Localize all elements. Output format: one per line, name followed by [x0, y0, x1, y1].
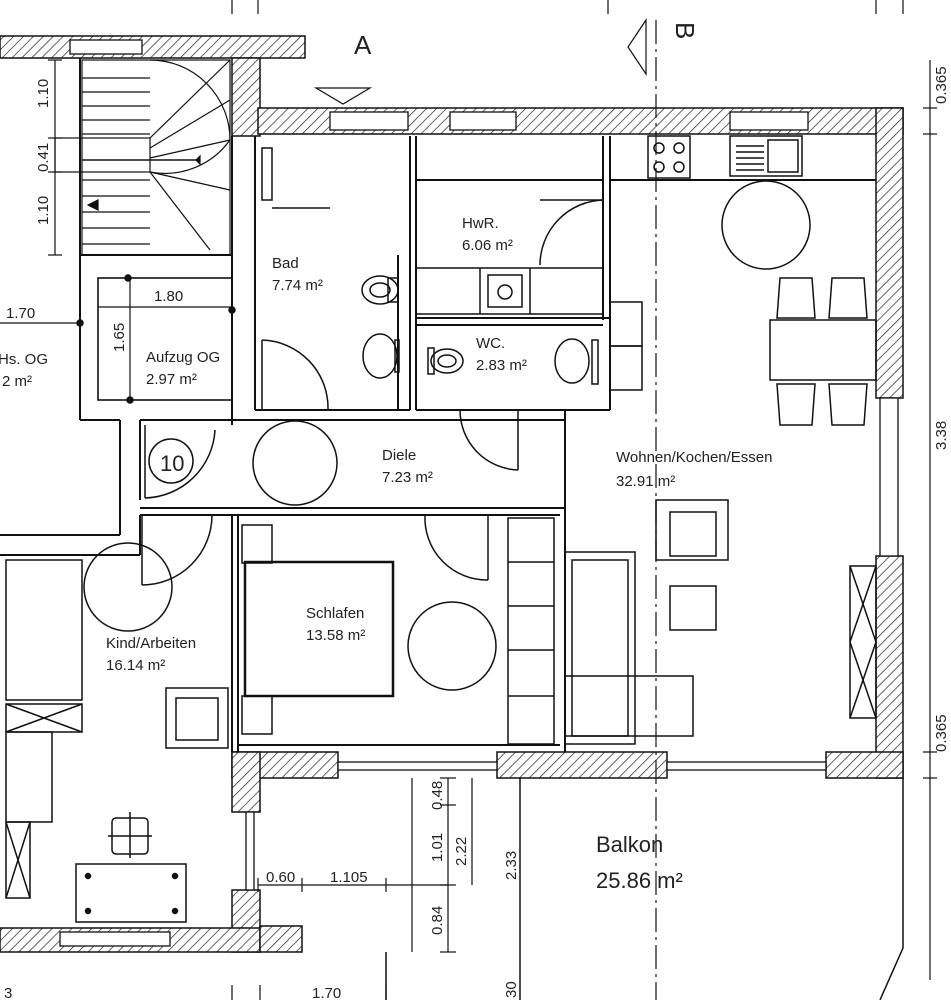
diele-area: 7.23 m²: [382, 469, 433, 486]
staircase: [54, 59, 231, 256]
dim-bottom-30: 30: [503, 981, 520, 998]
dim-stair-top: 1.10: [35, 79, 52, 108]
stair-number: 10: [160, 451, 184, 476]
section-marker-b: B: [670, 22, 700, 39]
dim-elevator-width: 1.80: [154, 288, 183, 305]
kind-name: Kind/Arbeiten: [106, 635, 196, 652]
balkon-area: 25.86 m²: [596, 868, 683, 893]
dim-left-edge: 1.70: [6, 305, 35, 322]
schlafen-area: 13.58 m²: [306, 627, 365, 644]
windows: [59, 39, 899, 947]
dim-balcony-233: 2.33: [503, 851, 520, 880]
bad-area: 7.74 m²: [272, 277, 323, 294]
doors: [141, 199, 604, 586]
hwr-area: 6.06 m²: [462, 237, 513, 254]
kind-area: 16.14 m²: [106, 657, 165, 674]
section-lines: [231, 0, 904, 1000]
dim-balcony-048: 0.48: [429, 781, 446, 810]
dim-bottom-left: 3: [4, 985, 12, 1000]
section-marker-a: A: [354, 30, 372, 60]
dim-right-low: 0.365: [933, 714, 950, 752]
wohnen-area: 32.91 m²: [616, 473, 675, 490]
labels: A B Bad 7.74 m² HwR. 6.06 m² WC. 2.83 m²…: [0, 22, 950, 1000]
balkon-name: Balkon: [596, 832, 663, 857]
dim-balcony-101: 1.01: [429, 833, 446, 862]
dim-balcony-060: 0.60: [266, 869, 295, 886]
fixtures: [5, 135, 904, 1000]
dimension-lines: [0, 59, 937, 1000]
aufzug-name: Aufzug OG: [146, 349, 220, 366]
treppenhaus-area: 2 m²: [2, 373, 32, 390]
aufzug-area: 2.97 m²: [146, 371, 197, 388]
dim-balcony-222: 2.22: [453, 837, 470, 866]
dim-balcony-1105: 1.105: [330, 869, 368, 886]
dim-stair-bottom: 1.10: [35, 196, 52, 225]
dim-right-top: 0.365: [933, 66, 950, 104]
wc-area: 2.83 m²: [476, 357, 527, 374]
dim-balcony-084: 0.84: [429, 906, 446, 935]
treppenhaus-name: Hs. OG: [0, 351, 48, 368]
hwr-name: HwR.: [462, 215, 499, 232]
schlafen-name: Schlafen: [306, 605, 364, 622]
wc-name: WC.: [476, 335, 505, 352]
dim-stair-mid: 0.41: [35, 143, 52, 172]
dim-right-mid: 3.38: [933, 421, 950, 450]
diele-name: Diele: [382, 447, 416, 464]
dim-elevator-depth: 1.65: [111, 323, 128, 352]
bad-name: Bad: [272, 255, 299, 272]
exterior-walls: [0, 35, 904, 953]
wohnen-name: Wohnen/Kochen/Essen: [616, 449, 773, 466]
dim-bottom-170: 1.70: [312, 985, 341, 1000]
